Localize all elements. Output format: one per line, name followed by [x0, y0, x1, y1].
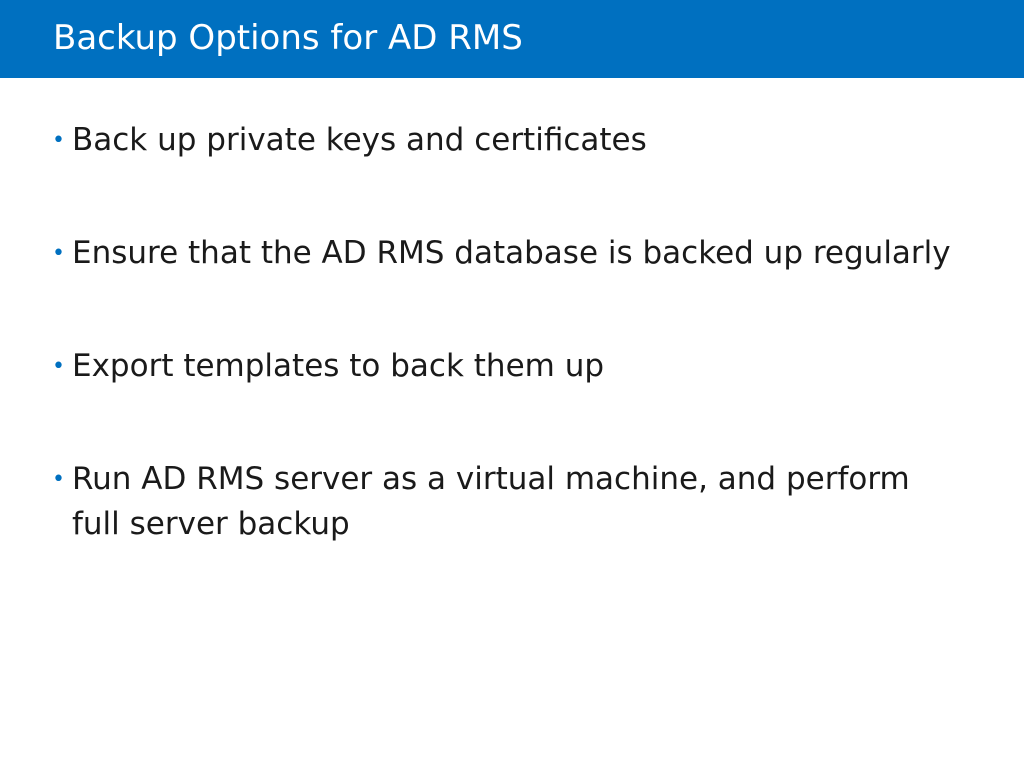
bullet-text: Back up private keys and certificates [72, 122, 647, 158]
bullet-marker-icon: • [52, 467, 65, 492]
bullet-list: • Back up private keys and certificates … [52, 118, 952, 615]
bullet-marker-icon: • [52, 354, 65, 379]
title-bar: Backup Options for AD RMS [0, 0, 1024, 78]
bullet-item: • Ensure that the AD RMS database is bac… [52, 231, 952, 276]
bullet-item: • Back up private keys and certificates [52, 118, 952, 163]
bullet-marker-icon: • [52, 241, 65, 266]
bullet-text: Run AD RMS server as a virtual machine, … [72, 461, 910, 542]
slide-title: Backup Options for AD RMS [53, 18, 523, 58]
bullet-item: • Export templates to back them up [52, 344, 952, 389]
bullet-marker-icon: • [52, 128, 65, 153]
bullet-item: • Run AD RMS server as a virtual machine… [52, 457, 952, 547]
bullet-text: Ensure that the AD RMS database is backe… [72, 235, 951, 271]
bullet-text: Export templates to back them up [72, 348, 605, 384]
